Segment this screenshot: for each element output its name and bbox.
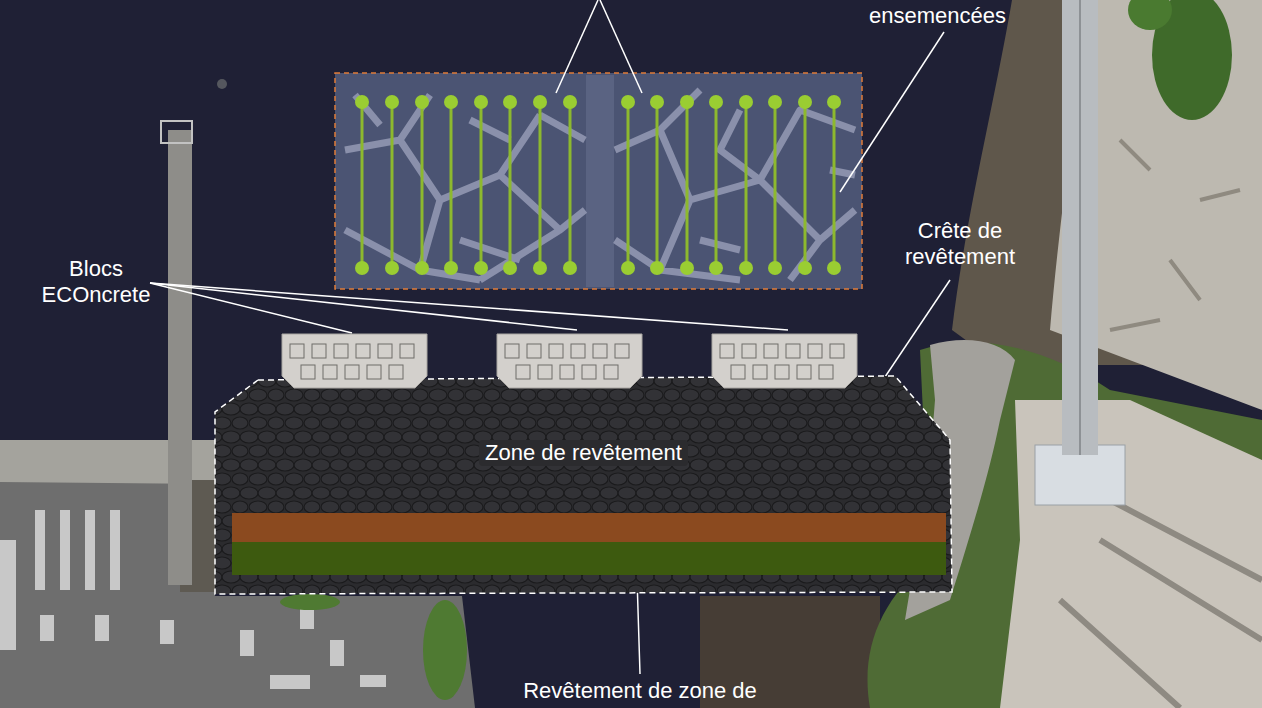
revetment-planting-band [232,542,946,575]
callout-label-box: Blocs ECOncrete [35,256,157,308]
callout-label: Crête de revêtement [895,218,1025,270]
bridge-rail [1079,0,1081,455]
zone-label: Zone de revêtement [479,440,688,466]
callout-label: ensemencées [860,3,1015,29]
callout-label-box: ensemencées [860,3,1015,29]
conveyor [1060,500,1262,708]
callout-label: Revêtement de zone de [480,678,800,704]
center-strip [586,75,614,287]
leader-lines [150,0,950,674]
callout-label-box: Revêtement de zone de [480,678,800,704]
bridge [1062,0,1098,455]
econcrete-block [712,334,857,388]
tree [280,594,340,610]
substrate-network [345,90,855,280]
seeded-lines [362,102,834,268]
callout-label: Blocs ECOncrete [35,256,157,308]
vegetation [1128,0,1172,30]
cobble-area [215,376,952,594]
pier-head [161,121,192,143]
anchor-dots [355,95,841,275]
econcrete-block [497,334,642,388]
callout-label-box: Crête de revêtement [895,218,1025,270]
buoy [217,79,227,89]
node-text-row: Zone de revêtement [213,440,954,466]
revetment-crest-band [232,513,946,542]
driftwood [1110,140,1240,330]
industrial-area [1000,400,1262,708]
zone-outline [215,376,952,594]
revetment-zone: Zone de revêtement [213,332,954,596]
econcrete-block [282,334,427,388]
tree [423,600,467,700]
planted-area [335,73,862,289]
pier [168,130,192,585]
